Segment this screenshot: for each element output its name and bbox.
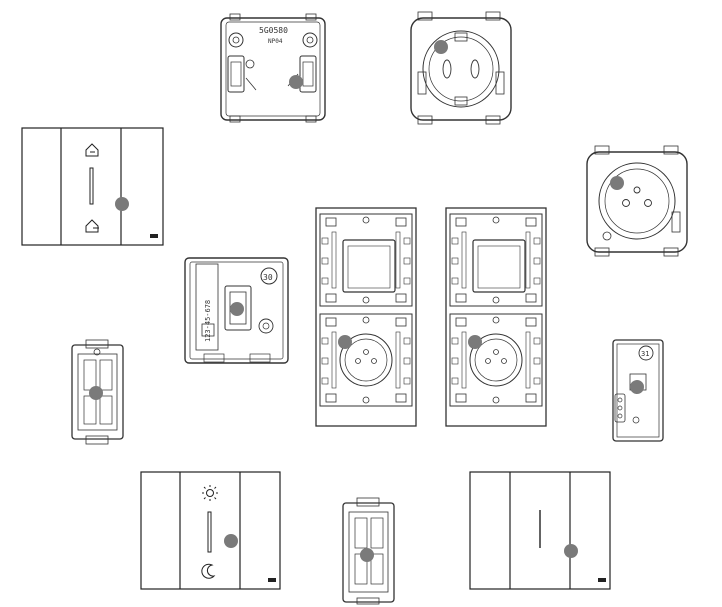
wiring-module-top: 5G0580 NP04 [220, 13, 326, 123]
brand-logo [150, 234, 158, 238]
narrow-mechanism-bottom [342, 497, 395, 605]
switch-cover-day-night [140, 471, 281, 590]
marker-dot [289, 75, 303, 89]
module-badge: 30 [263, 273, 273, 282]
module-code-label: 5G0580 [259, 26, 288, 35]
marker-dot [564, 544, 578, 558]
marker-dot [468, 335, 482, 349]
connected-module: 123-45-678 30 [184, 257, 289, 364]
switch-cover-plain [469, 471, 611, 590]
marker-dot [115, 197, 129, 211]
switch-cover-left [21, 127, 164, 246]
marker-dot [610, 176, 624, 190]
brand-logo [268, 578, 276, 582]
marker-dot [230, 302, 244, 316]
marker-dot [630, 380, 644, 394]
marker-dot [360, 548, 374, 562]
sun-icon [202, 485, 218, 501]
marker-dot [224, 534, 238, 548]
module-code-text: 123-45-678 [204, 300, 212, 342]
module-sub-label: NP04 [268, 38, 283, 45]
marker-dot [434, 40, 448, 54]
marker-dot [338, 335, 352, 349]
home-in-icon [85, 143, 99, 157]
moon-icon [201, 563, 216, 579]
narrow-mechanism-left [71, 339, 124, 445]
socket-schuko [410, 11, 512, 125]
marker-dot [89, 386, 103, 400]
socket-french-right [586, 145, 688, 257]
narrow-module-right: 31 [612, 339, 664, 442]
home-out-icon [85, 219, 99, 233]
brand-logo [598, 578, 606, 582]
module-badge: 31 [641, 350, 649, 358]
double-frame-right [445, 207, 547, 427]
double-frame-left [315, 207, 417, 427]
